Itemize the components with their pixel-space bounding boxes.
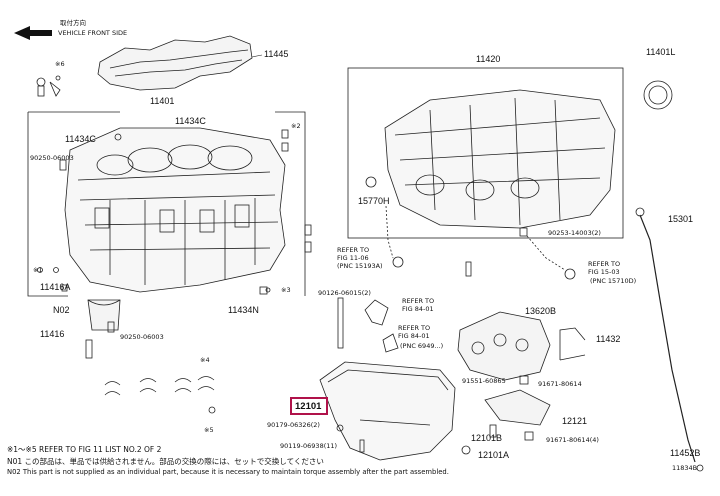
- orientation-label: 取付方向: [60, 18, 86, 27]
- part-11420-label: 11420: [476, 54, 500, 64]
- part-12101a-label: 12101A: [478, 450, 509, 460]
- refer-1-label: REFER TO: [337, 246, 369, 254]
- part-12101-highlight[interactable]: [290, 397, 328, 415]
- ref-mark-x4: ※4: [200, 356, 210, 364]
- refer-4-fig: FIG 84-01: [398, 332, 430, 340]
- part-90250-label-b: 90250-06003: [120, 333, 164, 341]
- refer-1-pnc: (PNC 15193A): [337, 262, 383, 270]
- part-90250-label-a: 90250-06003: [30, 154, 74, 162]
- ref-mark-x2: ※2: [291, 122, 301, 130]
- part-12101-label: 12101: [295, 401, 322, 412]
- part-15770h-label: 15770H: [358, 196, 390, 206]
- front-arrow-icon: [14, 26, 52, 40]
- refer-1-fig: FIG 11-06: [337, 254, 369, 262]
- ref-mark-x5: ※5: [204, 426, 214, 434]
- refer-3-fig: FIG 84-01: [402, 305, 434, 313]
- crankcase-drawing: [347, 67, 696, 463]
- note-line-2: N01 この部品は、単品では供給されません。部品の交換の際には、セットで交換して…: [7, 457, 324, 466]
- part-11401l-label: 11401L: [646, 47, 675, 57]
- part-91671b-label: 91671-80614(4): [546, 436, 599, 444]
- part-15301-label: 15301: [668, 214, 693, 224]
- part-11401-label: 11401: [150, 96, 174, 106]
- part-11432-label: 11432: [596, 334, 620, 344]
- note-line-3: N02 This part is not supplied as an indi…: [7, 468, 449, 476]
- part-90126-label: 90126-06015(2): [318, 289, 371, 297]
- n02-label: N02: [53, 305, 70, 315]
- cylinder-block-drawing: [27, 35, 312, 414]
- part-11416a-label: 11416A: [40, 282, 70, 292]
- refer-2-pnc: (PNC 15710D): [590, 277, 636, 285]
- part-91671a-label: 91671-80614: [538, 380, 582, 388]
- note-line-1: ※1～※5 REFER TO FIG 11 LIST NO.2 OF 2: [7, 445, 162, 454]
- part-12101b-label: 12101B: [471, 433, 502, 443]
- vehicle-front-label: VEHICLE FRONT SIDE: [58, 29, 127, 37]
- oil-pan-drawing: [319, 297, 704, 472]
- refer-4-pnc: (PNC 6949...): [400, 342, 443, 350]
- part-90253-label: 90253-14003(2): [548, 229, 601, 237]
- part-11416-label: 11416: [40, 329, 64, 339]
- part-91551-label: 91551-60865: [462, 377, 506, 385]
- part-90119-label: 90119-06938(11): [280, 442, 337, 450]
- part-11452b-label: 11452B: [670, 448, 700, 458]
- figure-number: 11834B: [672, 464, 697, 472]
- part-11445-label: 11445: [264, 49, 288, 59]
- refer-3-label: REFER TO: [402, 297, 434, 305]
- refer-2-label: REFER TO: [588, 260, 620, 268]
- part-11434c-label-b: 11434C: [175, 116, 206, 126]
- part-11434n-label: 11434N: [228, 305, 259, 315]
- ref-mark-x6: ※6: [55, 60, 65, 68]
- refer-4-label: REFER TO: [398, 324, 430, 332]
- part-90179-label: 90179-06326(2): [267, 421, 320, 429]
- part-11434c-label-a: 11434C: [65, 134, 96, 144]
- part-12121-label: 12121: [562, 416, 587, 426]
- part-13620b-label: 13620B: [525, 306, 556, 316]
- ref-mark-x1: ※1: [33, 266, 43, 274]
- ref-mark-x3: ※3: [281, 286, 291, 294]
- refer-2-fig: FIG 15-03: [588, 268, 620, 276]
